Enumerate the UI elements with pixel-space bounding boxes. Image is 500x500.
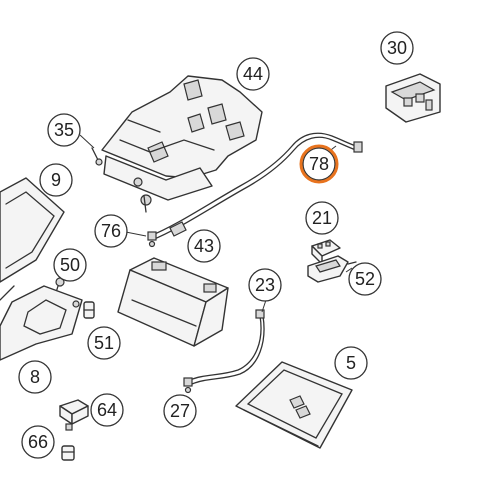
- callout-66-label: 66: [28, 432, 48, 452]
- part-9-battery-cover[interactable]: [0, 177, 65, 301]
- callout-30-label: 30: [387, 38, 407, 58]
- callout-52-label: 52: [355, 269, 375, 289]
- callout-21[interactable]: 21: [305, 201, 339, 235]
- callout-64[interactable]: 64: [90, 393, 124, 427]
- callout-50[interactable]: 50: [53, 248, 87, 282]
- callout-66[interactable]: 66: [21, 425, 55, 459]
- callout-21-label: 21: [312, 208, 332, 228]
- part-78-cable[interactable]: [149, 132, 363, 241]
- callout-30[interactable]: 30: [380, 31, 414, 65]
- callout-35[interactable]: 35: [47, 113, 81, 147]
- part-51-damper[interactable]: [83, 301, 95, 319]
- callout-51-label: 51: [94, 333, 114, 353]
- callout-64-label: 64: [97, 400, 117, 420]
- part-35-screw[interactable]: [91, 147, 103, 166]
- part-43-battery[interactable]: [117, 257, 229, 347]
- part-44-battery-holder[interactable]: [101, 75, 263, 213]
- callout-9-label: 9: [51, 170, 61, 190]
- callout-43-label: 43: [194, 236, 214, 256]
- callout-23-label: 23: [255, 275, 275, 295]
- callout-78-label: 78: [309, 154, 329, 174]
- part-66-plug[interactable]: [61, 445, 75, 461]
- callout-44[interactable]: 44: [236, 57, 270, 91]
- callout-8-label: 8: [30, 367, 40, 387]
- callout-43[interactable]: 43: [187, 229, 221, 263]
- callout-76[interactable]: 76: [94, 214, 128, 248]
- callout-5[interactable]: 5: [334, 346, 368, 380]
- callout-8[interactable]: 8: [18, 360, 52, 394]
- part-23-cable[interactable]: [189, 309, 265, 385]
- callout-35-label: 35: [54, 120, 74, 140]
- highlight-ring: [299, 144, 339, 184]
- part-30-fuse-box[interactable]: [385, 73, 441, 123]
- callout-27-label: 27: [170, 401, 190, 421]
- part-8-bracket[interactable]: [0, 285, 83, 361]
- part-76-screw[interactable]: [147, 231, 157, 248]
- part-21-starter-relay[interactable]: [311, 239, 341, 265]
- callout-23[interactable]: 23: [248, 268, 282, 302]
- part-52-fuse-holder[interactable]: [307, 255, 357, 283]
- part-27-screw[interactable]: [183, 377, 193, 394]
- callout-76-label: 76: [101, 221, 121, 241]
- callout-44-label: 44: [243, 64, 263, 84]
- callout-50-label: 50: [60, 255, 80, 275]
- callout-78-highlighted[interactable]: 78: [299, 144, 339, 184]
- callout-51[interactable]: 51: [87, 326, 121, 360]
- callout-9[interactable]: 9: [39, 163, 73, 197]
- part-64-connector[interactable]: [59, 399, 89, 431]
- callout-27[interactable]: 27: [163, 394, 197, 428]
- callout-5-label: 5: [346, 353, 356, 373]
- part-5-battery-tray[interactable]: [235, 361, 353, 449]
- callout-52[interactable]: 52: [348, 262, 382, 296]
